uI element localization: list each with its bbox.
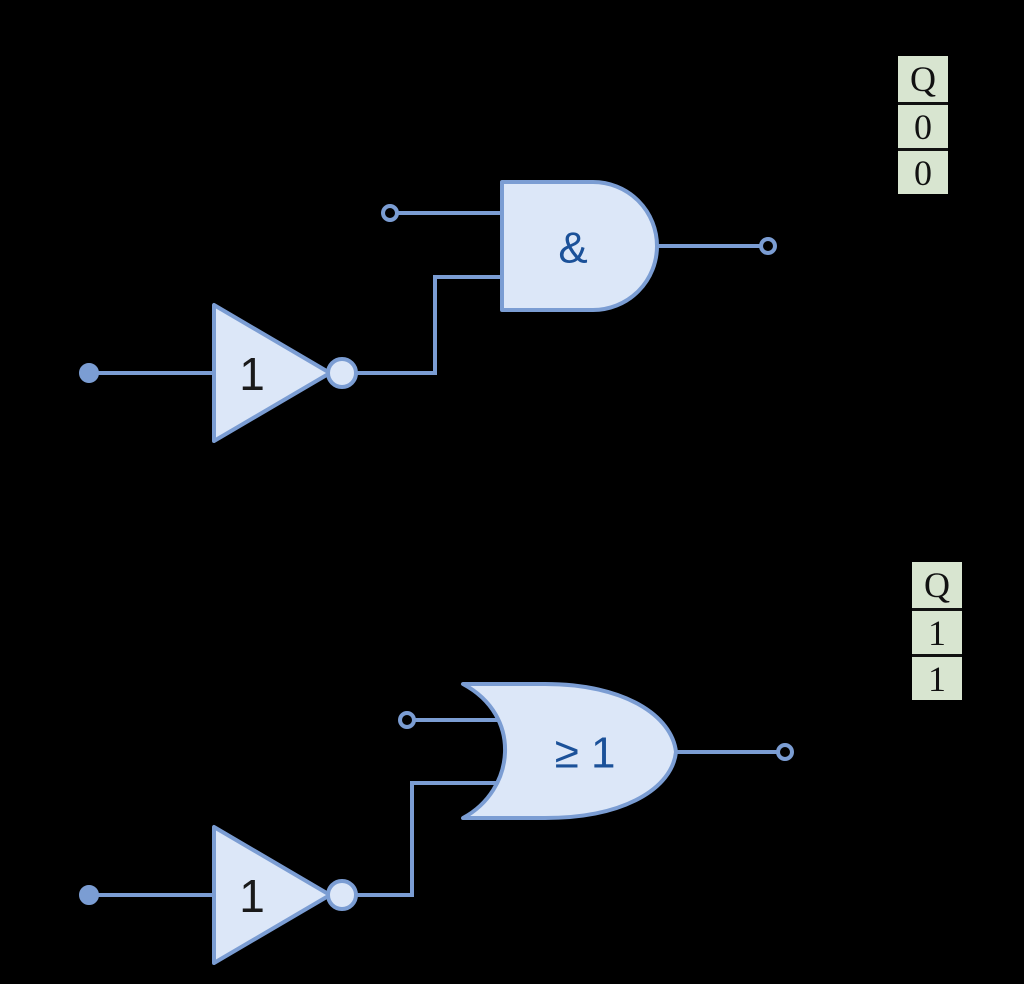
not-gate-bottom-bubble [326, 879, 358, 911]
truth-table-or-row-0: 1 [912, 608, 962, 654]
truth-table-or: Q 1 1 [912, 562, 962, 700]
and-gate-label: & [558, 224, 587, 273]
truth-table-or-row-1: 1 [912, 654, 962, 700]
and-gate-body[interactable] [500, 180, 659, 312]
truth-table-and: Q 0 0 [898, 56, 948, 194]
not-gate-top-input-terminal[interactable] [79, 363, 99, 383]
not-to-or-wire [356, 781, 510, 897]
and-circuit-group: 1 & [79, 180, 777, 443]
and-gate-input-a-terminal[interactable] [381, 204, 399, 222]
not-gate-top-body[interactable] [212, 303, 332, 443]
not-gate-top-bubble [326, 357, 358, 389]
and-gate-output-terminal[interactable] [759, 237, 777, 255]
not-to-and-wire [356, 275, 502, 375]
or-gate-body[interactable] [461, 682, 678, 820]
or-gate-output-terminal[interactable] [776, 743, 794, 761]
not-gate-bottom-label: 1 [239, 870, 265, 922]
truth-table-and-row-1: 0 [898, 148, 948, 194]
not-gate-top-label: 1 [239, 348, 265, 400]
or-circuit-group: 1 ≥ 1 [79, 682, 794, 965]
or-gate-input-a-terminal[interactable] [398, 711, 416, 729]
truth-table-or-header: Q [924, 565, 950, 605]
not-gate-bottom-input-terminal[interactable] [79, 885, 99, 905]
not-gate-bottom-body[interactable] [212, 825, 332, 965]
truth-table-and-row-0: 0 [898, 102, 948, 148]
truth-table-and-header: Q [910, 59, 936, 99]
or-gate-label: ≥ 1 [555, 729, 616, 778]
